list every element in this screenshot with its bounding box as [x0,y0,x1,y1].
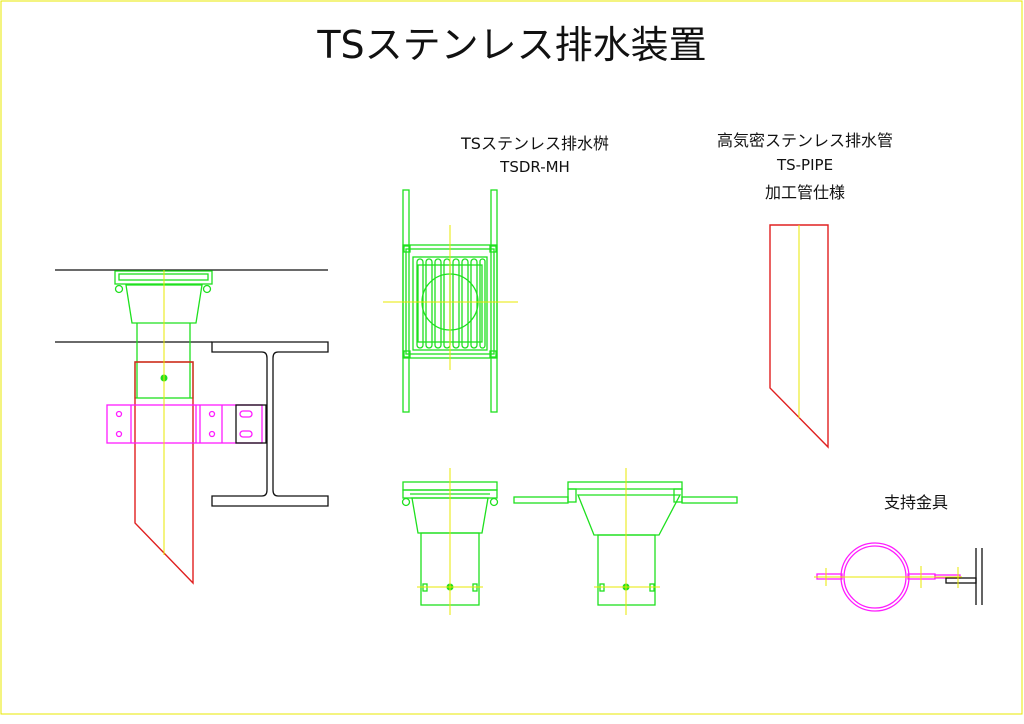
installation-section [55,269,329,585]
processed-pipe [769,224,829,449]
bracket-label: 支持金具 [884,493,948,512]
drain-pipe-section [134,361,194,585]
basin-name-label: TSステンレス排水桝 [460,134,609,153]
drawing-title: TSステンレス排水装置 [316,23,706,67]
basin-side-view-flanged [513,468,738,615]
support-band [106,404,267,444]
support-bracket [814,542,983,612]
basin-top-view [383,189,518,413]
pipe-spec-label: 加工管仕様 [765,183,845,202]
basin-model-label: TSDR-MH [499,158,570,176]
pipe-model-label: TS-PIPE [776,156,833,174]
i-beam [211,341,329,507]
pipe-name-label: 高気密ステンレス排水管 [717,131,893,150]
basin-side-view [401,468,499,615]
